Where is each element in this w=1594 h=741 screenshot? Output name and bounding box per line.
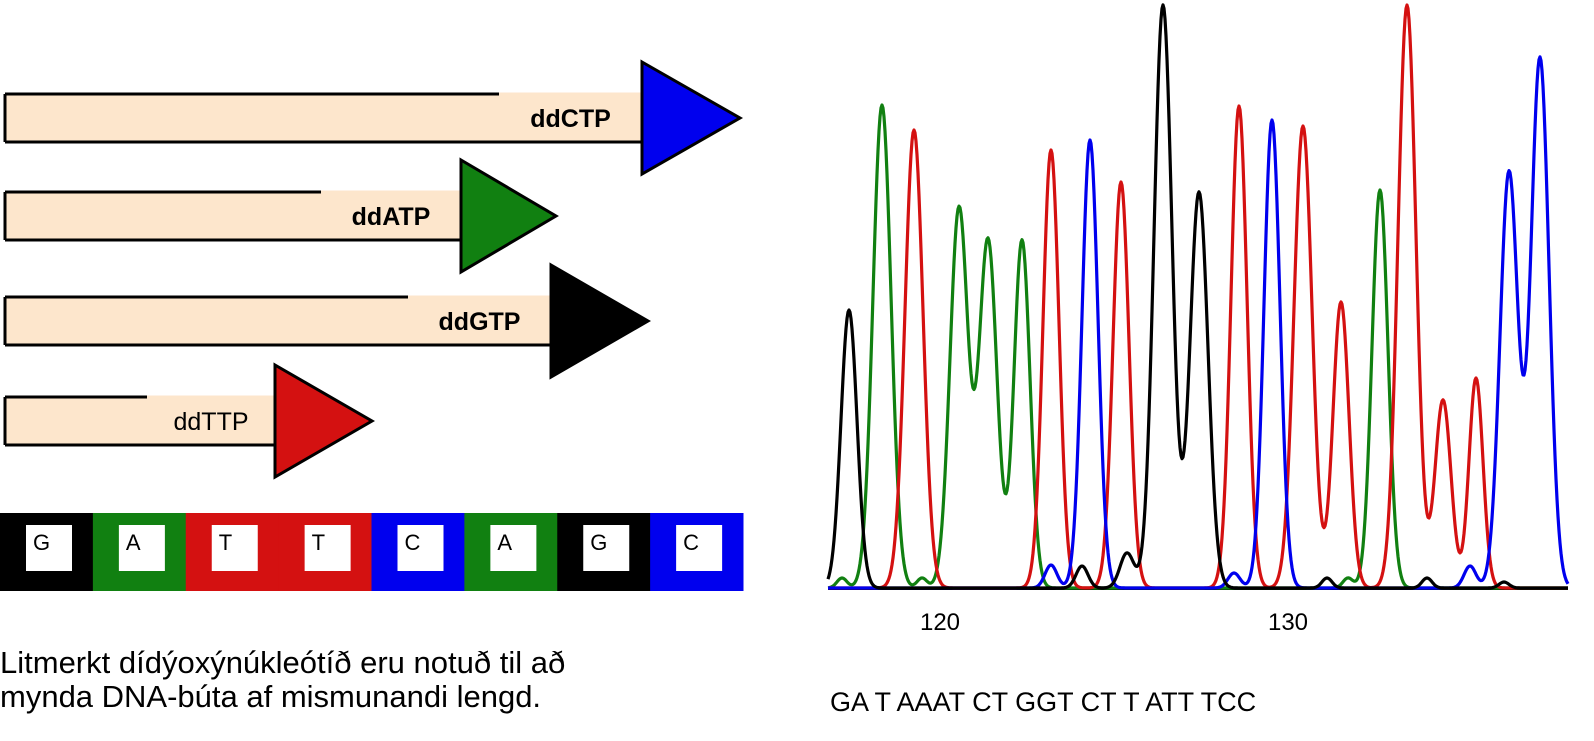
lane-base-label: C [683,530,699,555]
dna-fragment: ddGTP [3,262,652,380]
lane-base-label: G [590,530,607,555]
lane-band [26,525,72,571]
lane-base-label: T [312,530,325,555]
caption-line: mynda DNA-búta af mismunandi lengd. [0,679,542,714]
x-tick-label: 120 [920,609,960,636]
lane-band [304,525,351,571]
caption-line: Litmerkt dídýoxýnúkleótíð eru notuð til … [0,645,566,680]
gel-lane: G [0,513,94,591]
gel-lane: A [92,513,187,591]
gel-lane: T [185,513,280,591]
terminator-arrow [459,157,559,275]
gel-lane: C [650,513,744,591]
trace-C [827,55,1570,590]
fragment-bar [5,192,461,240]
terminator-arrow [549,262,652,380]
fragment-bar [5,297,551,345]
dna-fragment: ddTTP [3,362,376,480]
fragment-label: ddCTP [530,105,611,133]
dna-fragment: ddATP [3,157,559,275]
terminator-arrow [273,362,376,480]
gel-lane: T [278,513,372,591]
fragment-label: ddATP [352,203,431,231]
trace-A [827,103,1569,590]
fragment-bar [5,94,642,142]
lane-band [490,525,537,571]
fragment-bar [5,397,275,445]
fragment-label: ddGTP [439,308,521,336]
chromatogram: 120 130 [826,3,1570,636]
trace-G [826,3,1569,590]
lane-band [583,525,630,571]
lane-base-label: C [405,530,421,555]
gel-lane: G [557,513,651,591]
lane-band [397,525,444,571]
gel-lane: A [464,513,558,591]
dna-fragment: ddCTP [3,59,744,177]
caption: Litmerkt dídýoxýnúkleótíð eru notuð til … [0,646,760,714]
lane-base-label: A [126,530,141,555]
lane-band [118,525,165,571]
lane-band [676,525,723,571]
terminator-arrow [640,59,744,177]
lane-base-label: A [497,530,512,555]
called-sequence: GA T AAAT CT GGT CT T ATT TCC [830,687,1257,717]
trace-T [827,3,1569,590]
gel-lane: C [371,513,465,591]
lane-band [211,525,258,571]
lane-base-label: T [219,530,232,555]
dna-fragments: ddCTP ddATP ddGTP ddTTP [3,59,744,480]
lane-base-label: G [33,530,50,555]
x-tick-label: 130 [1268,609,1308,636]
fragment-label: ddTTP [173,408,248,436]
